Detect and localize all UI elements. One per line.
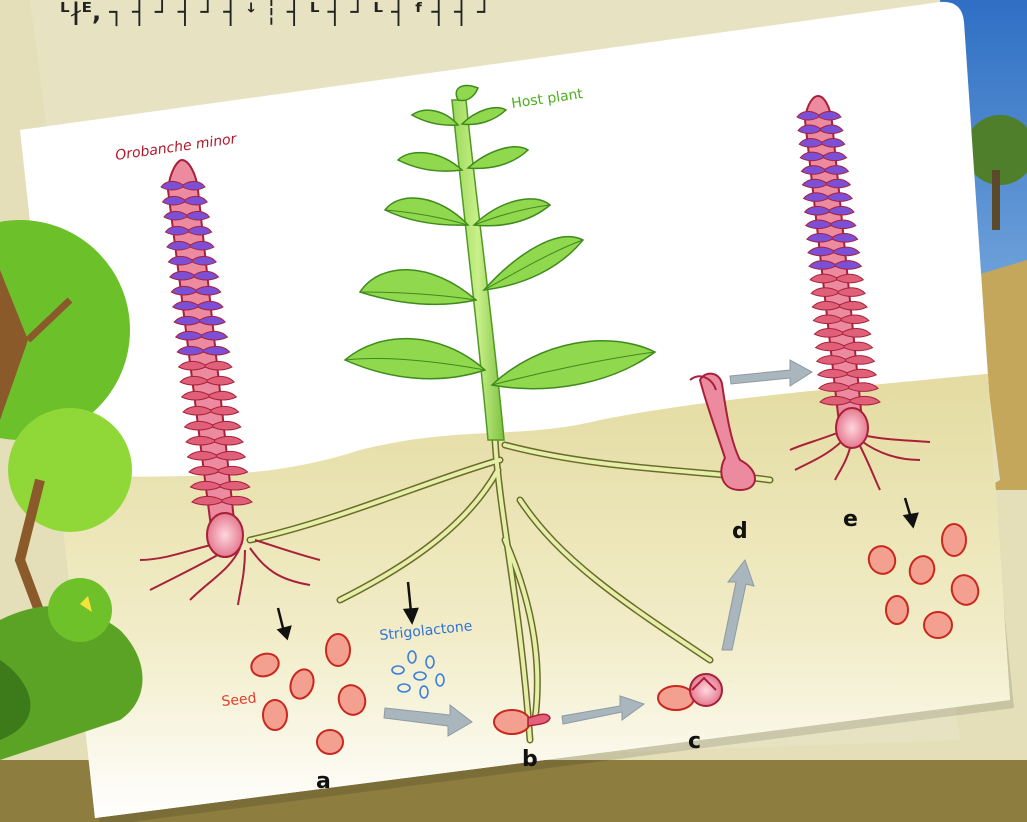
stage-label-a: a <box>316 769 331 794</box>
stage-label-d: d <box>732 519 748 544</box>
top-strip-text: ᴸ∤ᴱ, ┐ ┤ ┘ ┤ ┘ ┤ ꜜ ┆ ┤ ᴸ ┤ ┘ ᴸ ┤ ᶠ ┤ ┤ ┘ <box>60 0 492 27</box>
tree-trunk-right <box>992 170 1000 230</box>
stage-label-b: b <box>522 747 538 772</box>
foreground-trees <box>0 220 143 760</box>
stage-label-e: e <box>843 507 858 532</box>
stage-label-c: c <box>688 729 701 754</box>
